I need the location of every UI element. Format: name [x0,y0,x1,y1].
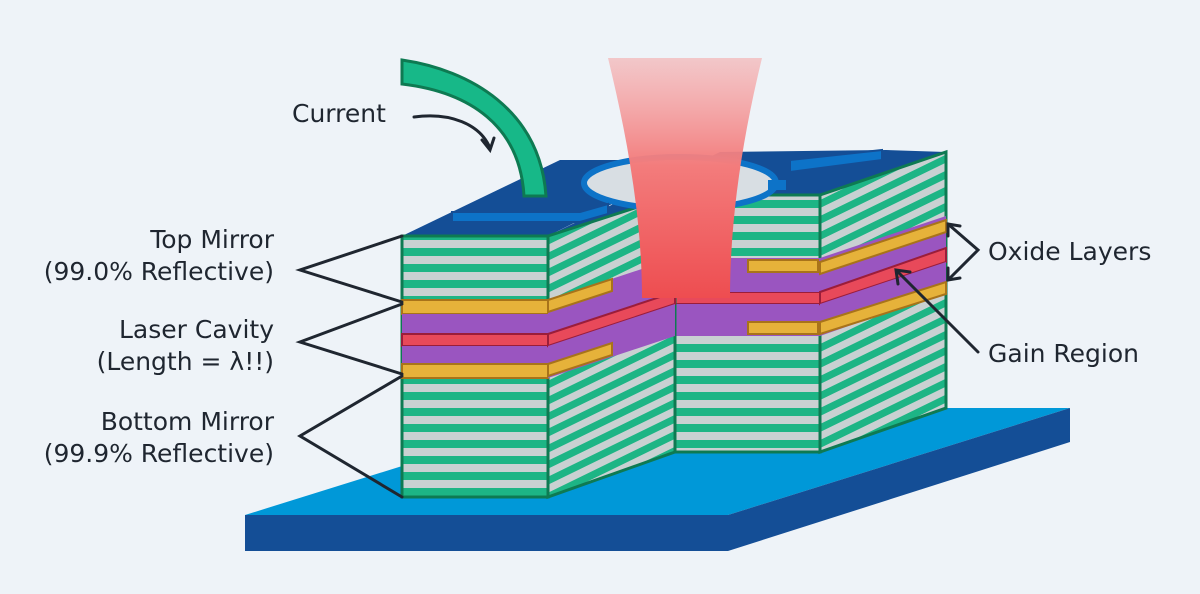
bottom-mirror-label: Bottom Mirror [100,407,274,436]
top-mirror-label: Top Mirror [150,225,274,254]
gain-region-leader [896,270,980,354]
top-mirror-note: (99.0% Reflective) [43,257,274,286]
bottom-mirror-leader [297,374,404,499]
gain-region-label: Gain Region [988,339,1140,368]
oxide-layers-label: Oxide Layers [988,237,1152,266]
laser-cavity-label: Laser Cavity [119,315,274,344]
laser-beam [608,58,762,298]
current-leader [412,114,492,150]
laser-cavity-note: (Length = λ!!) [96,347,274,376]
current-label: Current [292,99,386,128]
top-mirror-leader [295,234,404,304]
bottom-mirror-note: (99.9% Reflective) [43,439,274,468]
current-arrow-icon [400,58,548,198]
leader-lines [295,114,981,499]
laser-cavity-leader [295,302,404,376]
left-mesa [400,192,677,500]
oxide-leader-top [946,222,981,282]
